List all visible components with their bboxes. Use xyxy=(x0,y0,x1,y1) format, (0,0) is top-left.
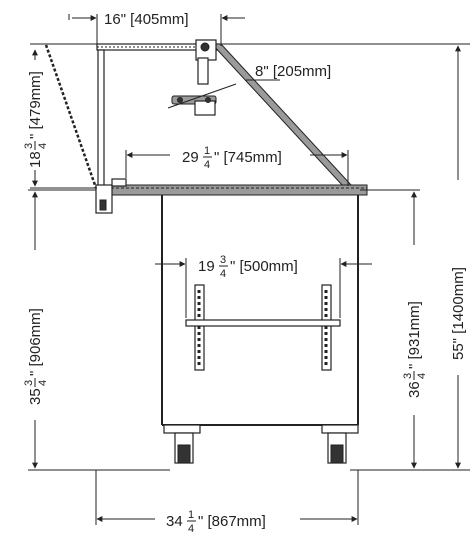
svg-text:18: 18 xyxy=(27,151,44,168)
svg-text:3: 3 xyxy=(23,380,35,386)
cabinet xyxy=(161,195,359,434)
dim-label-overall-height: 55" [1400mm] xyxy=(450,267,467,360)
svg-text:55" [1400mm]: 55" [1400mm] xyxy=(450,267,467,360)
svg-text:34: 34 xyxy=(166,513,183,530)
shelf-standards xyxy=(185,284,341,371)
svg-text:19: 19 xyxy=(198,258,215,275)
dim-label-overall-depth: 34 1 4 " [867mm] xyxy=(166,509,266,535)
svg-text:" [867mm]: " [867mm] xyxy=(198,513,266,530)
counter-top xyxy=(95,178,368,214)
svg-text:29: 29 xyxy=(182,149,199,166)
dim-label-cabinet-height: 36 3 4 " [931mm] xyxy=(402,301,428,398)
svg-text:" [906mm]: " [906mm] xyxy=(27,308,44,376)
svg-text:4: 4 xyxy=(416,373,428,379)
svg-text:3: 3 xyxy=(402,373,414,379)
dim-label-top-width: 16" [405mm] xyxy=(104,11,189,28)
dim-label-counter-height: 35 3 4 " [906mm] xyxy=(23,308,49,405)
rear-post xyxy=(97,49,105,189)
dim-label-glass-height: 18 3 4 " [479mm] xyxy=(23,71,49,168)
interior-shelf xyxy=(185,319,341,327)
svg-text:1: 1 xyxy=(204,145,210,157)
dim-label-shelf-offset: 8" [205mm] xyxy=(255,63,331,80)
svg-text:" [500mm]: " [500mm] xyxy=(230,258,298,275)
svg-text:4: 4 xyxy=(37,143,49,149)
svg-text:1: 1 xyxy=(188,509,194,521)
svg-text:3: 3 xyxy=(23,143,35,149)
svg-text:" [479mm]: " [479mm] xyxy=(27,71,44,139)
hinged-glass-open xyxy=(44,44,98,189)
svg-text:4: 4 xyxy=(37,380,49,386)
svg-text:4: 4 xyxy=(188,523,194,535)
svg-text:36: 36 xyxy=(406,381,423,398)
casters xyxy=(174,432,347,464)
svg-text:" [745mm]: " [745mm] xyxy=(214,149,282,166)
svg-text:3: 3 xyxy=(220,254,226,266)
svg-text:8" [205mm]: 8" [205mm] xyxy=(255,63,331,80)
svg-text:35: 35 xyxy=(27,388,44,405)
svg-text:4: 4 xyxy=(220,268,226,280)
intermediate-shelf xyxy=(171,95,217,116)
svg-text:" [931mm]: " [931mm] xyxy=(406,301,423,369)
svg-text:4: 4 xyxy=(204,159,210,171)
dim-label-counter-depth: 29 1 4 " [745mm] xyxy=(182,145,282,171)
svg-text:16" [405mm]: 16" [405mm] xyxy=(104,11,189,28)
dim-label-shelf-width: 19 3 4 " [500mm] xyxy=(198,254,298,280)
dimension-lines xyxy=(28,14,470,525)
